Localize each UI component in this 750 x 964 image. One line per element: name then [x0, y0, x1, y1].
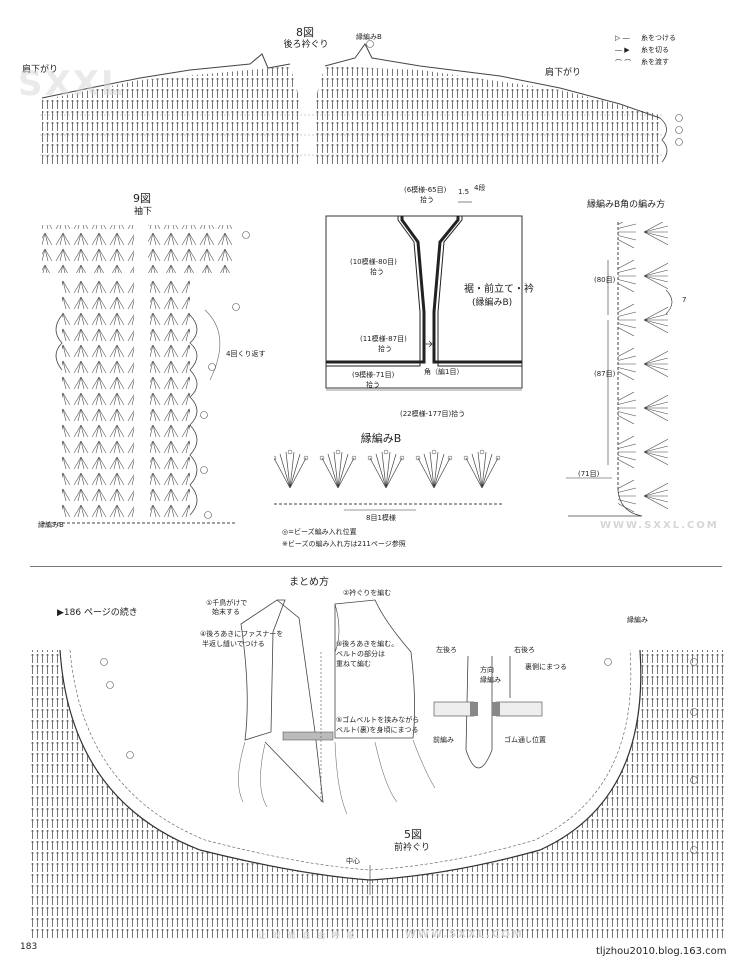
schematic-corner-label: 角（編1目）	[424, 368, 464, 376]
fig9-title: 9図	[133, 192, 151, 205]
belt-direction: 方向	[480, 666, 494, 674]
legend-carry: 糸を渡す	[641, 58, 669, 66]
garment-schematic	[325, 201, 523, 391]
fig9-subtitle: 袖下	[133, 207, 152, 217]
fig8-shoulder-right: 肩下がり	[545, 68, 582, 78]
schematic-left-1-sub: 拾う	[370, 268, 384, 276]
assembly-step2: ②衿ぐりを編む	[343, 589, 392, 597]
assembly-step3: ③後ろあきを編む。	[336, 640, 399, 648]
assembly-step3c: 重ねて編む	[336, 660, 371, 668]
fig8-edging-label: 縁編みB	[356, 33, 382, 41]
watermark-site-2: WWW.SXXL.COM	[405, 929, 524, 940]
belt-edging-label: 縁編み	[480, 676, 501, 684]
schematic-center-title: 裾・前立て・衿	[464, 284, 534, 295]
page-number: 183	[20, 942, 38, 952]
watermark-site-1: WWW.SXXL.COM	[600, 520, 719, 531]
assembly-step4b: 半返し縫いでつける	[202, 640, 265, 648]
assembly-step5: ⑤ゴムベルトを挟みながら	[336, 716, 420, 724]
fig5-center: 中心	[346, 857, 360, 865]
fig8-legend: ▷ ― 糸をつける ― ▶ 糸を切る ⌒ ⌒ 糸を渡す	[615, 33, 725, 69]
fig5-subtitle: 前衿ぐり	[393, 843, 430, 853]
carry-yarn-icon: ⌒ ⌒	[615, 59, 632, 67]
corner-title: 縁編みB角の編み方	[587, 200, 666, 210]
edgingB-note-1: ◎=ビーズ編み入れ位置	[282, 528, 357, 536]
legend-attach: 糸をつける	[641, 34, 676, 42]
assembly-step4: ④後ろあきにファスナーを	[200, 630, 284, 638]
footer-blog: tljzhou2010.blog.163.com	[596, 946, 727, 957]
assembly-title: まとめ方	[289, 577, 329, 588]
fig5-stitch-chart	[30, 649, 725, 940]
fig9-repeat-label: 4回くり返す	[226, 350, 266, 358]
belt-right-back: 右後ろ	[514, 646, 535, 654]
belt-left-back: 左後ろ	[436, 646, 457, 654]
schematic-center-sub: (縁編みB)	[472, 298, 513, 308]
fig9-stitch-chart	[42, 225, 250, 524]
edgingB-title: 縁編みB	[360, 432, 402, 445]
assembly-step1: ①千鳥がけで	[206, 599, 248, 607]
corner-label-80: (80目)	[594, 276, 616, 284]
schematic-left-3-sub: 拾う	[366, 381, 380, 389]
cut-yarn-icon: ― ▶	[615, 46, 630, 54]
assembly-step1b: 始末する	[212, 608, 240, 616]
schematic-left-1: (10模様-80目)	[350, 258, 397, 266]
dress-illustration	[238, 599, 436, 815]
fig9-edging-label: 縁編みB	[38, 521, 64, 529]
schematic-top-label: (6模様-65目)	[404, 186, 447, 194]
fig8-stitch-chart	[40, 40, 683, 165]
fig5-title: 5図	[404, 828, 422, 841]
schematic-left-2: (11模様-87目)	[360, 335, 407, 343]
schematic-rows-label: 4段	[474, 184, 486, 192]
assembly-step3b: ベルトの部分は	[336, 650, 385, 658]
corner-chart	[566, 222, 673, 517]
schematic-left-2-sub: 拾う	[378, 345, 392, 353]
belt-front: 前編み	[433, 736, 454, 744]
fig5-edging-right: 縁編み	[627, 616, 648, 624]
attach-yarn-icon: ▷ ―	[615, 34, 630, 42]
edgingB-repeat-label: 8目1模様	[366, 514, 396, 522]
edgingB-note-2: ※ビーズの編み入れ方は211ページ参照	[282, 540, 406, 548]
assembly-step5b: ベルト(裏)を身頃にまつる	[336, 726, 419, 734]
fig8-subtitle: 後ろ衿ぐり	[283, 40, 329, 50]
assembly-continued: ▶186 ページの続き	[57, 608, 138, 618]
corner-label-87: (87目)	[594, 370, 616, 378]
watermark-cn: 让 时 尚 自 由 呼 吸	[258, 931, 357, 940]
schematic-width-label: 1.5	[458, 188, 470, 196]
watermark-logo: SXXL	[18, 64, 125, 104]
edgingB-chart	[274, 448, 504, 511]
schematic-left-3: (9模様-71目)	[352, 371, 395, 379]
fig8-shoulder-left: 肩下がり	[22, 65, 59, 75]
corner-label-7: 7	[682, 296, 687, 304]
belt-wrong-side: 裏側にまつる	[525, 663, 567, 671]
fig8-title: 8図	[296, 26, 314, 39]
belt-detail-illustration	[433, 655, 543, 769]
legend-cut: 糸を切る	[641, 46, 669, 54]
section-divider	[30, 566, 722, 567]
schematic-bottom-label: (22模様-177目)拾う	[400, 410, 466, 418]
belt-elastic: ゴム通し位置	[504, 736, 546, 744]
schematic-top-sub: 拾う	[420, 196, 434, 204]
corner-label-71: (71目)	[578, 470, 600, 478]
